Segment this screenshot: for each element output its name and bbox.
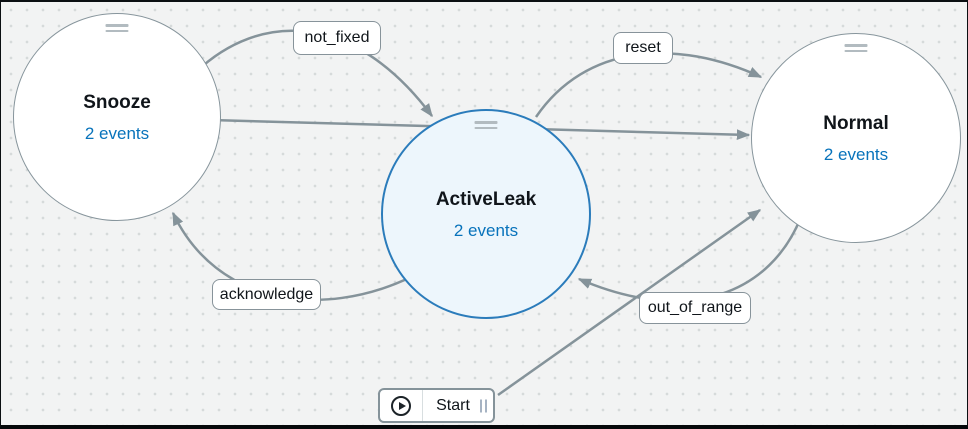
start-node[interactable]: Start bbox=[378, 388, 495, 423]
state-title: Snooze bbox=[83, 91, 151, 113]
drag-handle-icon[interactable] bbox=[844, 44, 868, 52]
edge-start-to-normal[interactable] bbox=[497, 208, 762, 397]
transition-label-reset[interactable]: reset bbox=[613, 32, 673, 64]
start-label: Start bbox=[436, 396, 470, 414]
state-node-activeleak[interactable]: ActiveLeak 2 events bbox=[381, 109, 591, 319]
state-title: ActiveLeak bbox=[435, 188, 537, 210]
transition-label-out-of-range[interactable]: out_of_range bbox=[639, 292, 751, 324]
drag-grip-icon[interactable] bbox=[480, 399, 487, 412]
state-node-normal[interactable]: Normal 2 events bbox=[751, 33, 961, 243]
state-node-snooze[interactable]: Snooze 2 events bbox=[13, 13, 221, 221]
state-events-link[interactable]: 2 events bbox=[453, 220, 519, 240]
state-events-link[interactable]: 2 events bbox=[84, 123, 150, 143]
start-play-icon bbox=[391, 395, 411, 416]
transition-label-acknowledge[interactable]: acknowledge bbox=[212, 279, 321, 310]
drag-handle-icon[interactable] bbox=[474, 121, 498, 129]
start-icon-wrap bbox=[380, 390, 423, 421]
transition-label-not-fixed[interactable]: not_fixed bbox=[293, 21, 381, 55]
drag-handle-icon[interactable] bbox=[105, 24, 129, 32]
state-title: Normal bbox=[823, 112, 889, 134]
state-events-link[interactable]: 2 events bbox=[823, 144, 889, 164]
